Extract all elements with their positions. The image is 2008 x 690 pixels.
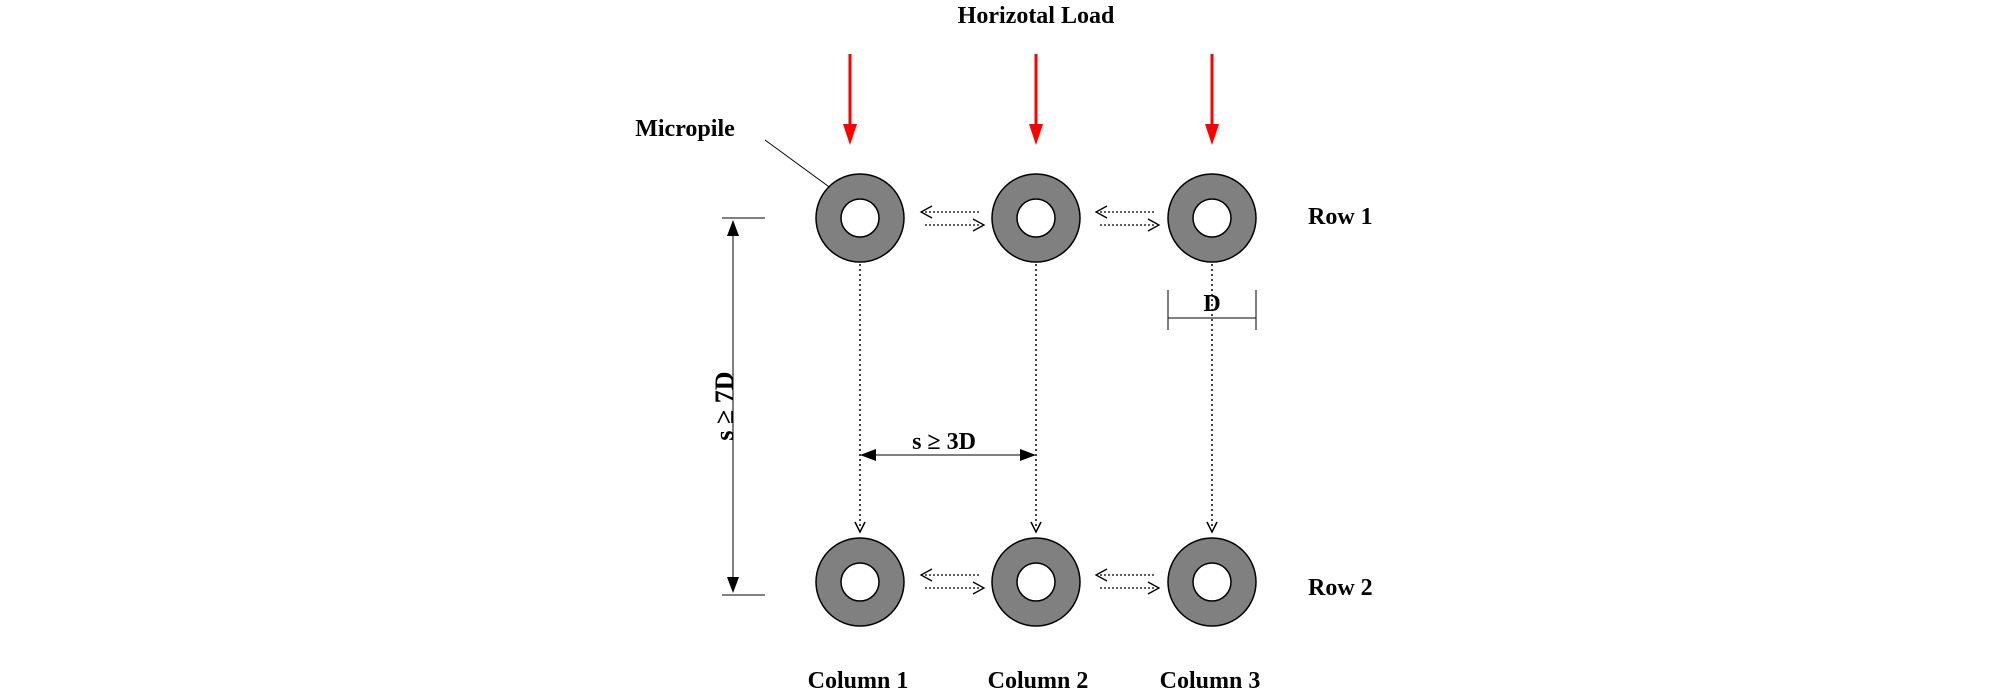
micropile [991, 537, 1081, 627]
load-arrows [843, 54, 1219, 145]
vertical-guide-arrowheads [854, 521, 1218, 534]
row-spacing-arrowheads [727, 220, 739, 593]
column-spacing-arrowheads [860, 449, 1036, 461]
diameter-dimension [1167, 290, 1257, 330]
diameter-label: D [1203, 291, 1220, 317]
load-arrow [1029, 54, 1043, 145]
vertical-guides [859, 264, 1213, 528]
micropile-leader-line [764, 139, 833, 190]
micropile [1167, 537, 1257, 627]
pile-interaction-arrows [925, 211, 1155, 589]
row-label-1: Row 1 [1308, 204, 1373, 230]
diagram-title: Horizotal Load [958, 3, 1115, 29]
micropile [991, 173, 1081, 263]
column-label-2: Column 2 [988, 668, 1089, 690]
load-arrow [843, 54, 857, 145]
load-arrow [1205, 54, 1219, 145]
column-spacing-label: s ≥ 3D [912, 429, 976, 455]
micropile [1167, 173, 1257, 263]
micropile [815, 173, 905, 263]
row-spacing-label: s ≥ 7D [710, 371, 739, 440]
column-label-1: Column 1 [808, 668, 909, 690]
pile-row-1 [815, 173, 1257, 263]
micropile [815, 537, 905, 627]
micropile-label: Micropile [635, 116, 735, 142]
pile-row-2 [815, 537, 1257, 627]
pile-interaction-arrowheads [919, 205, 1161, 595]
row-label-2: Row 2 [1308, 575, 1373, 601]
column-label-3: Column 3 [1160, 668, 1261, 690]
row-spacing-dimension [722, 217, 765, 596]
